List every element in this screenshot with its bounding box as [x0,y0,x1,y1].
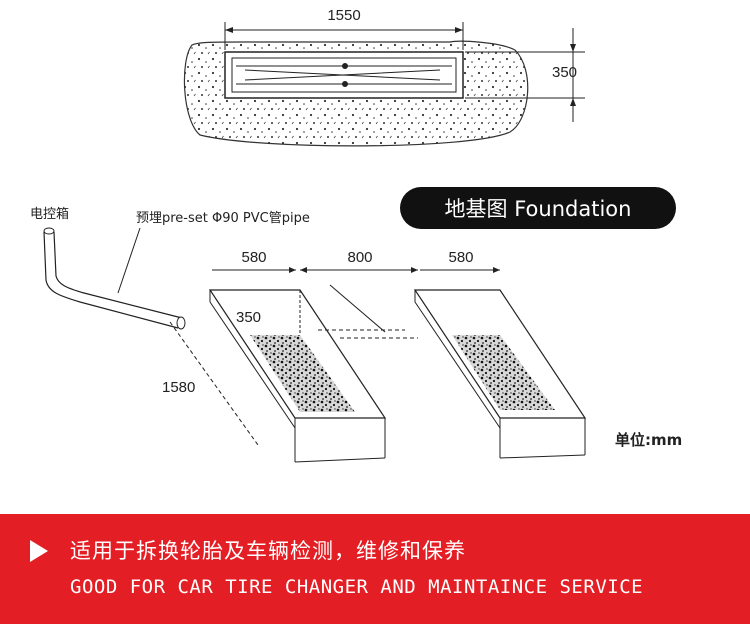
banner-title-en: GOOD FOR CAR TIRE CHANGER AND MAINTAINCE… [70,576,644,598]
pit-depth-label: 350 [236,309,261,326]
service-banner: 适用于拆换轮胎及车辆检测，维修和保养 GOOD FOR CAR TIRE CHA… [0,514,750,624]
foundation-badge [400,187,676,229]
unit-label: 单位:mm [615,431,682,449]
pit-gap-label: 800 [347,249,372,266]
pvc-pipe [43,231,179,329]
foundation-badge-text: 地基图 Foundation [445,197,632,221]
control-box-label: 电控箱 [30,206,69,222]
banner-title-cn: 适用于拆换轮胎及车辆检测，维修和保养 [70,539,466,563]
pit-width-left-label: 580 [241,249,266,266]
left-pit: 350 1580 [162,289,387,463]
top-depth-label: 350 [552,64,577,81]
top-view: 1550 350 [183,7,585,147]
right-pit [413,289,587,459]
foundation-view: 地基图 Foundation 电控箱 预埋pre-set Φ90 PVC管pip… [30,187,682,463]
pit-width-right-label: 580 [448,249,473,266]
pit-length-label: 1580 [162,379,195,396]
pipe-label: 预埋pre-set Φ90 PVC管pipe [136,211,310,226]
top-width-label: 1550 [327,7,360,24]
foundation-diagram: 1550 350 地基图 Foundation 电控箱 预埋pre-set Φ9… [30,7,682,463]
play-arrow-icon [30,540,48,562]
